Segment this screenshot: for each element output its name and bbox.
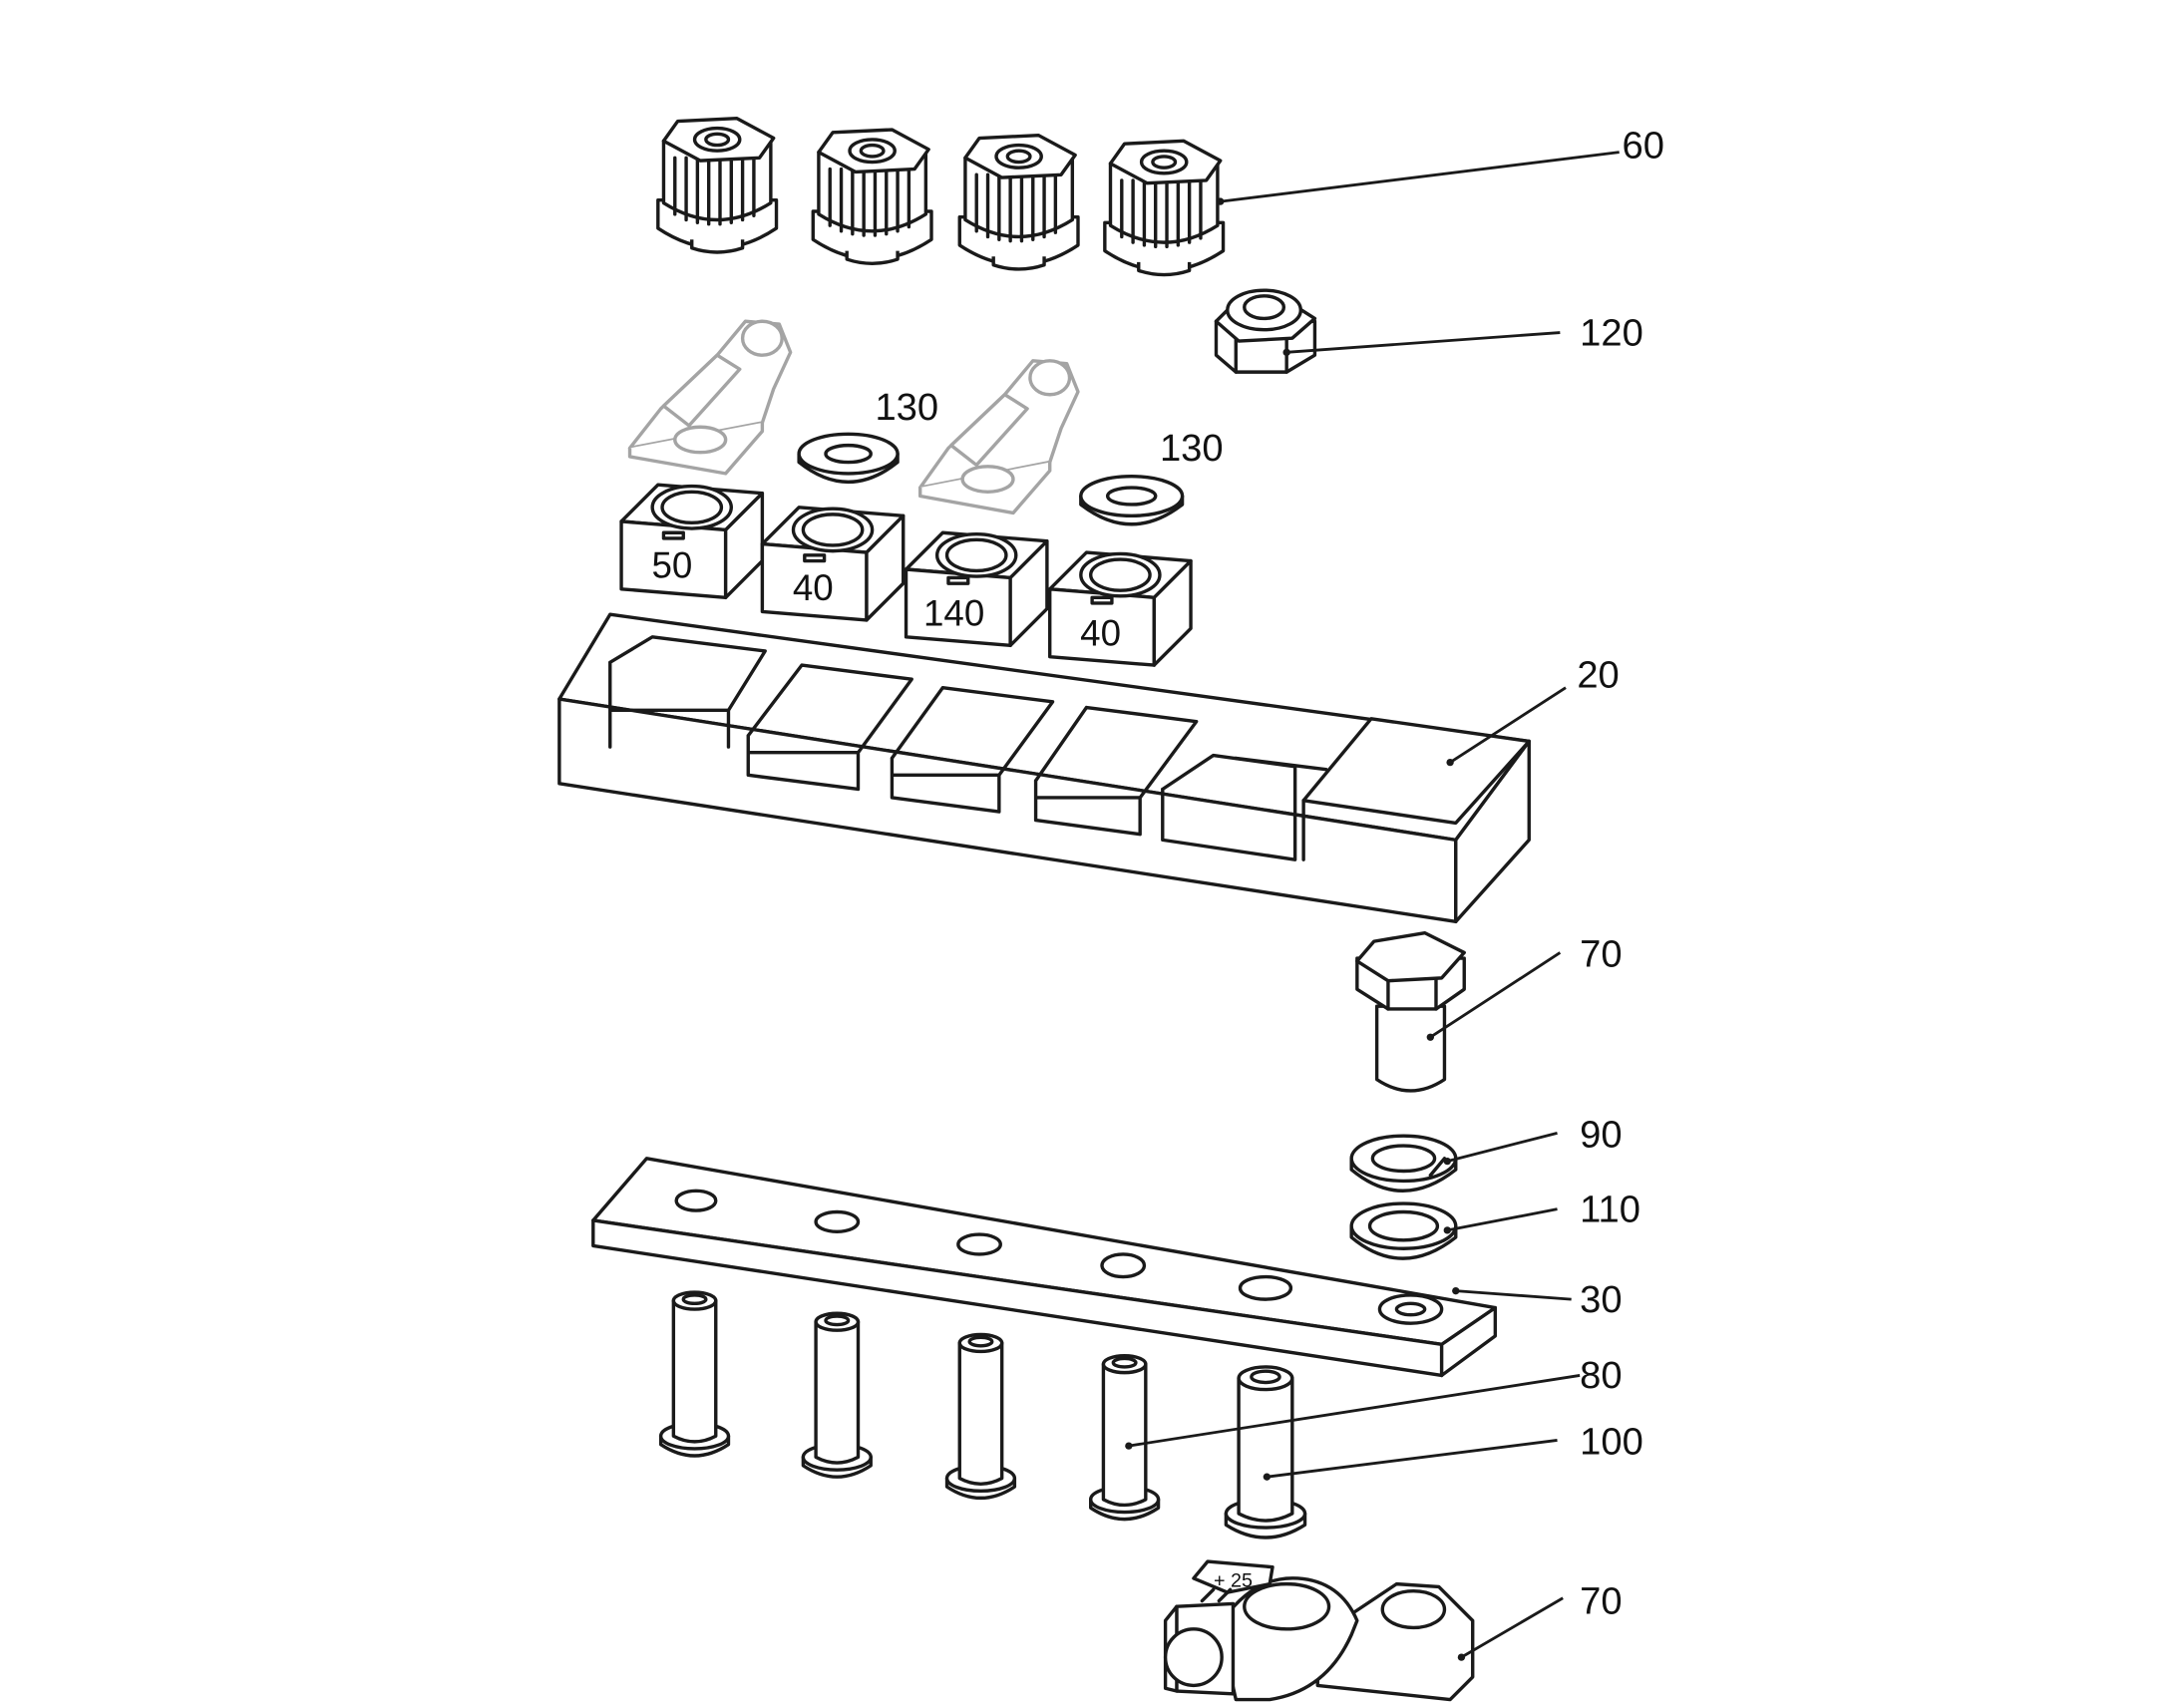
stud bbox=[801, 1311, 873, 1479]
stud bbox=[1224, 1365, 1307, 1539]
knurled-nut bbox=[1103, 139, 1226, 277]
hex-bolt-70 bbox=[1355, 930, 1466, 1093]
stud bbox=[944, 1332, 1017, 1500]
block-marking: 40 bbox=[793, 567, 834, 608]
flat-washer-130 bbox=[1079, 475, 1185, 526]
callout-label: 70 bbox=[1580, 933, 1622, 976]
callout-label: 120 bbox=[1580, 311, 1643, 354]
knurled-nut bbox=[811, 128, 933, 265]
callout-label: 110 bbox=[1580, 1188, 1640, 1230]
terminal-block: 140 bbox=[904, 530, 1049, 648]
callout-label: 30 bbox=[1580, 1278, 1622, 1321]
polarity-mark: + 25 bbox=[1214, 1569, 1253, 1591]
bus-bar-30 bbox=[591, 1157, 1498, 1378]
cable-lug bbox=[917, 359, 1080, 515]
flat-washer-110 bbox=[1349, 1201, 1458, 1260]
callout-label: 130 bbox=[1160, 427, 1224, 470]
callout-label: 20 bbox=[1577, 654, 1619, 697]
knurled-nut bbox=[957, 133, 1080, 271]
stud bbox=[658, 1290, 731, 1458]
callout-label: 100 bbox=[1580, 1421, 1643, 1464]
terminal-block: 40 bbox=[760, 506, 906, 622]
terminal-block: 40 bbox=[1048, 550, 1193, 667]
block-marking: 50 bbox=[651, 544, 692, 585]
housing-20 bbox=[557, 612, 1531, 924]
studs-80 bbox=[658, 1290, 1307, 1539]
terminal-block: 50 bbox=[619, 483, 765, 599]
callout-labels: 60 120 130 130 20 70 90 110 30 80 100 70 bbox=[875, 124, 1664, 1622]
block-marking: 140 bbox=[923, 593, 984, 634]
callout-label: 70 bbox=[1580, 1579, 1622, 1622]
callout-label: 130 bbox=[875, 386, 938, 429]
callout-label: 60 bbox=[1623, 124, 1664, 167]
hex-lock-nut-120 bbox=[1214, 288, 1317, 374]
stud bbox=[1089, 1353, 1161, 1522]
spring-washer-90 bbox=[1349, 1134, 1458, 1193]
flat-washer-130 bbox=[797, 432, 900, 484]
battery-terminal-clamp-70: + 25 bbox=[1163, 1559, 1475, 1702]
knurled-nuts-60 bbox=[656, 117, 1226, 277]
leader-lines bbox=[1125, 151, 1620, 1661]
cable-lug bbox=[627, 319, 793, 476]
block-marking: 40 bbox=[1080, 612, 1121, 653]
knurled-nut bbox=[656, 117, 779, 254]
callout-label: 80 bbox=[1580, 1354, 1622, 1397]
callout-label: 90 bbox=[1580, 1113, 1622, 1156]
